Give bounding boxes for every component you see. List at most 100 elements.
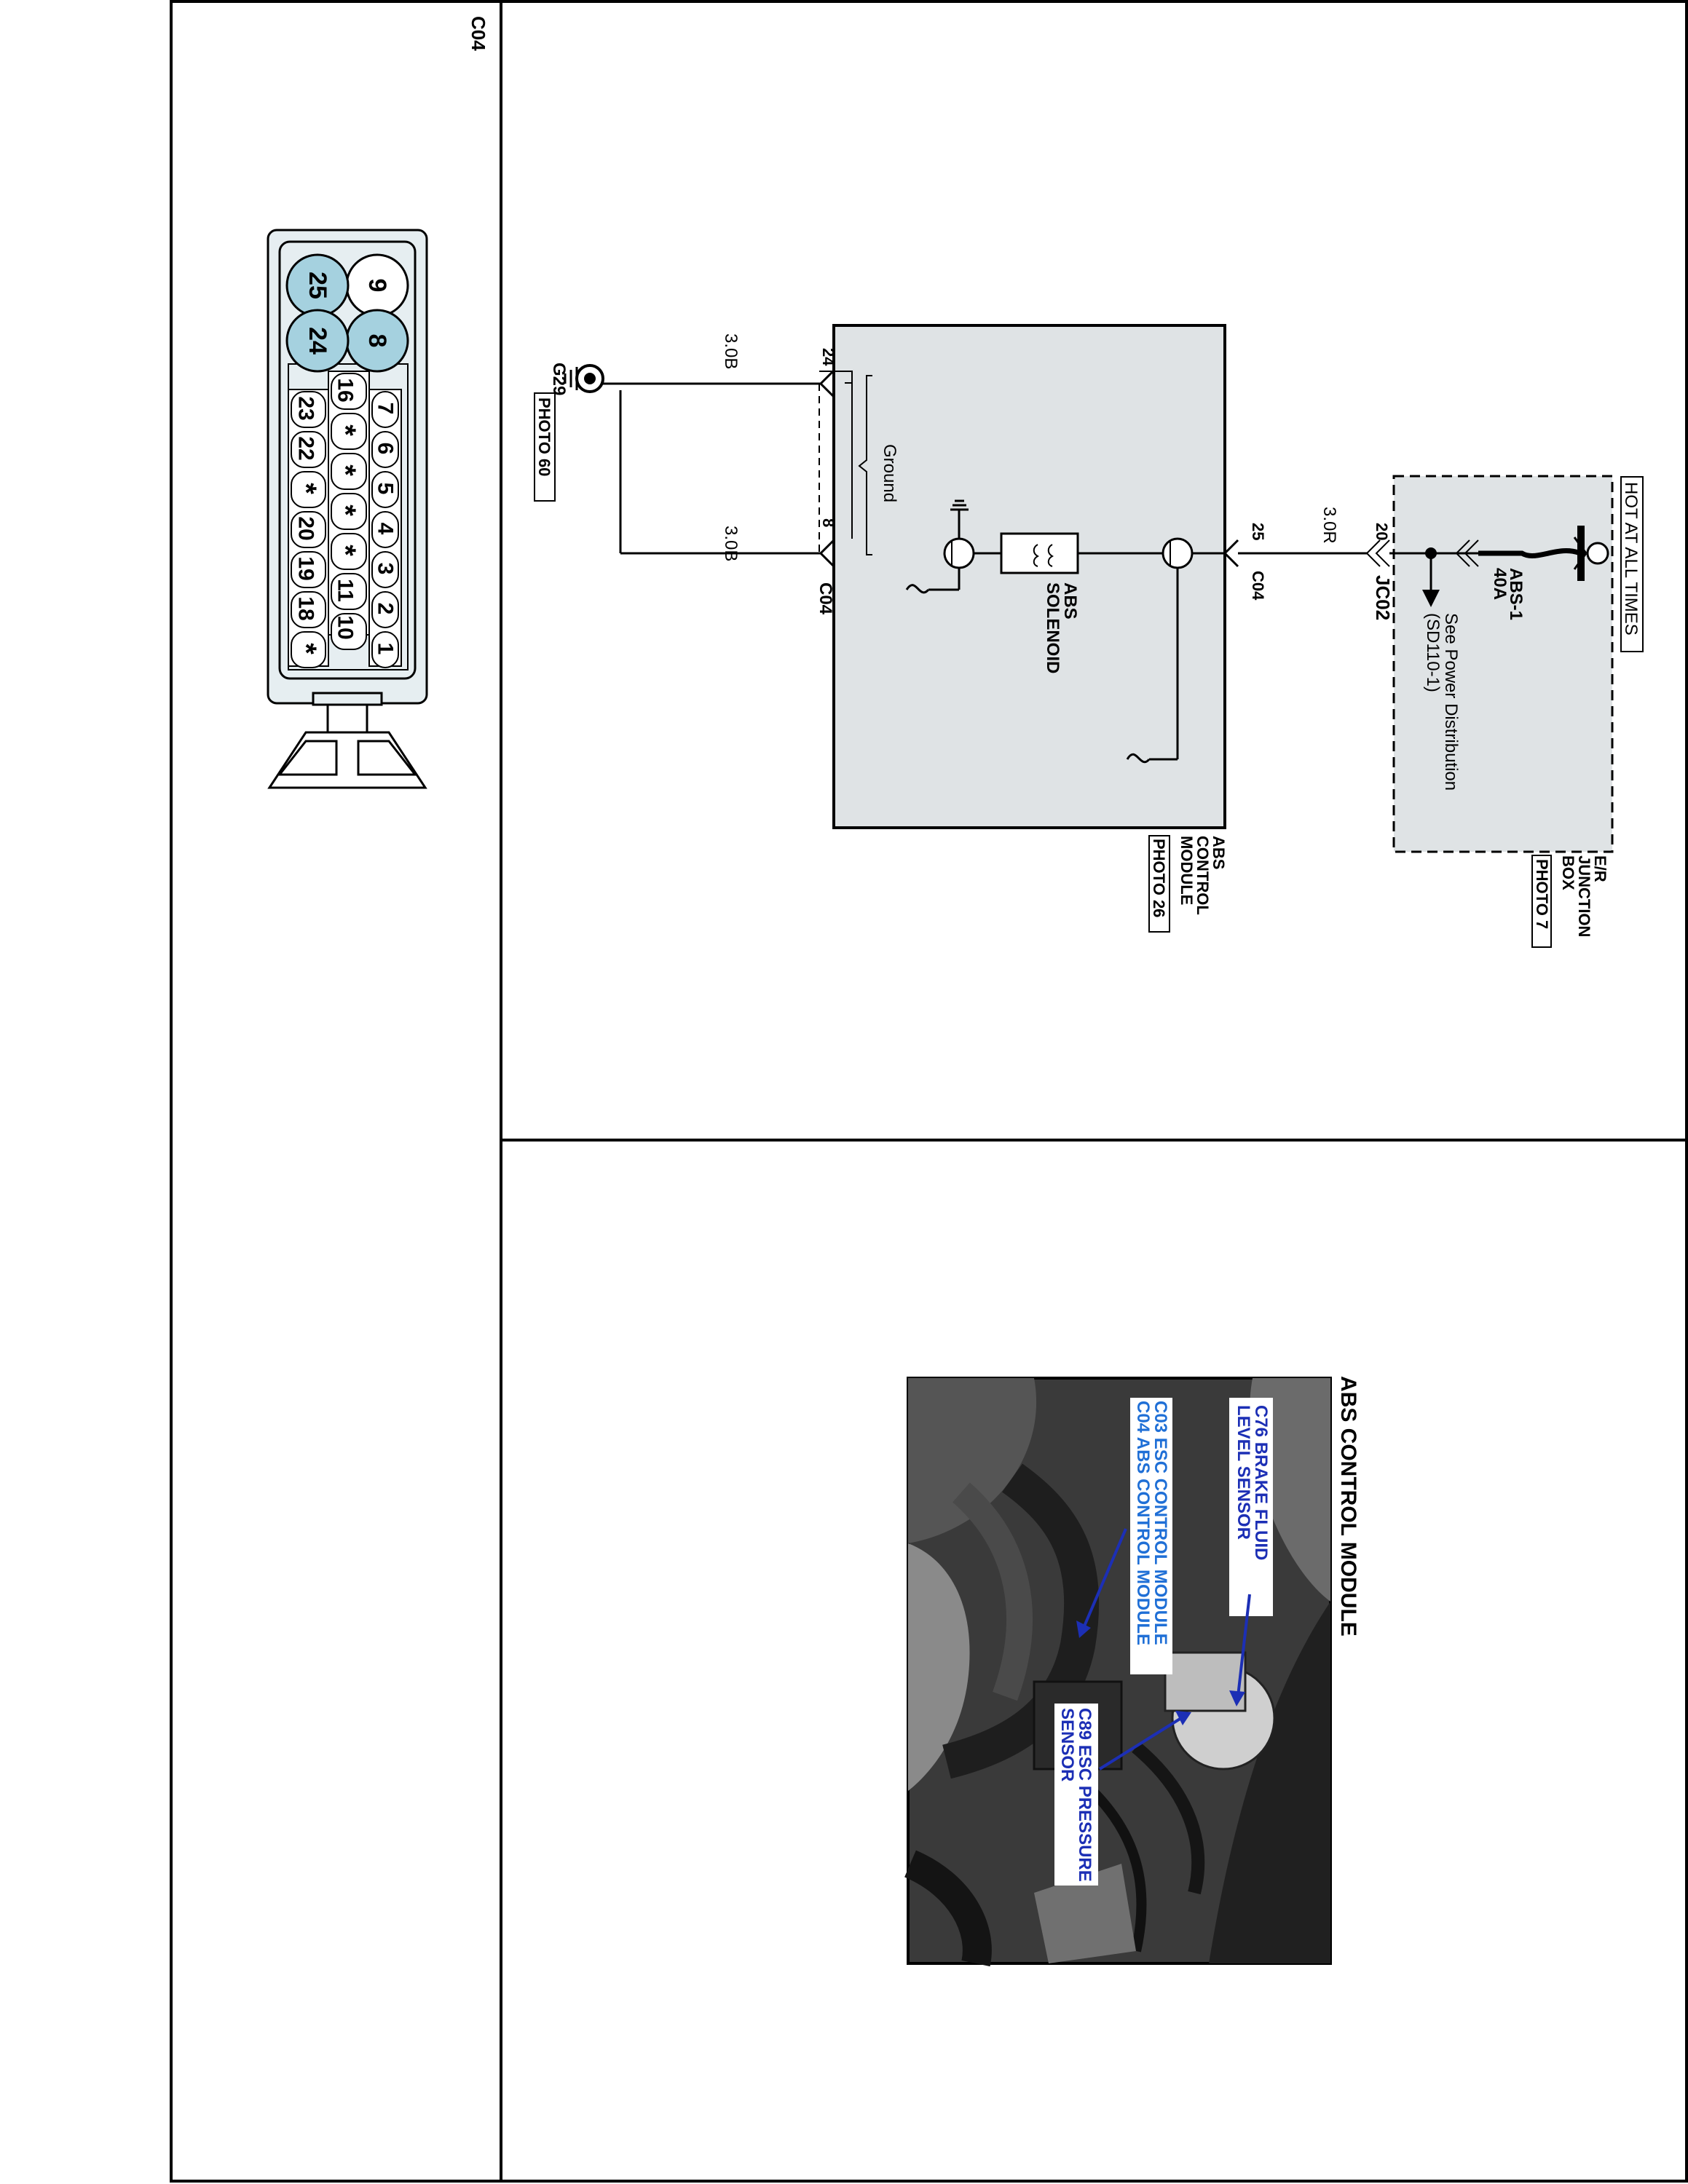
- module-photo: PHOTO 26: [1150, 839, 1168, 917]
- ground-photo-box: [534, 392, 556, 502]
- pin-cell-shape: [371, 551, 399, 588]
- module-label-line: MODULE: [1178, 836, 1196, 905]
- hot-label: HOT AT ALL TIMES: [1621, 482, 1641, 636]
- pin-label: *: [329, 505, 361, 516]
- junction-box-label: E/R JUNCTION BOX PHOTO 7: [1531, 855, 1609, 948]
- pin-label: 25: [304, 272, 331, 299]
- power-ref-line2: (SD110-1): [1423, 613, 1443, 692]
- pin-label: 22: [294, 436, 318, 460]
- ground-pin-a: 24: [819, 348, 837, 366]
- pin-cell-shape: [331, 453, 367, 490]
- pin-label: 11: [334, 579, 358, 602]
- power-ref-line1: See Power Distribution: [1441, 613, 1461, 791]
- pin-cell-shape: [291, 391, 326, 428]
- pin-label: 19: [294, 556, 318, 580]
- pin-label: 8: [363, 334, 391, 348]
- callout-c89-line2: SENSOR: [1057, 1708, 1077, 1781]
- module-label-line: ABS: [1210, 836, 1228, 869]
- solenoid-line: ABS: [1060, 582, 1080, 620]
- connector-panel: C04 9 8 25 24: [267, 16, 489, 789]
- pin-cell-shape: [291, 631, 326, 668]
- pin-label: 24: [304, 327, 331, 355]
- ground-pin-b: 8: [819, 518, 837, 527]
- pin-label: *: [329, 545, 361, 556]
- pin-label: 6: [374, 443, 398, 455]
- callout-c04: C04 ABS CONTROL MODULE: [1133, 1401, 1153, 1645]
- wire-ground-a: 3.0B: [721, 333, 741, 369]
- callout-c03-arrow: [1082, 1528, 1127, 1629]
- signal-tail-icon: [1126, 753, 1151, 764]
- solenoid-coil-icon: [1000, 532, 1079, 574]
- pin-label: 20: [294, 516, 318, 540]
- jc02-connector-icon: [1365, 539, 1390, 567]
- pin-label: 2: [374, 603, 398, 615]
- small-pins: 7 6 5 4 3 2 1 16 * * * * 11 10 23 22 * 2…: [288, 371, 402, 668]
- pin-cell-shape: [331, 413, 367, 450]
- jc-connector: JC02: [1372, 575, 1394, 620]
- callout-c03: C03 ESC CONTROL MODULE: [1151, 1401, 1170, 1645]
- pin-24-shape: [285, 309, 350, 373]
- transistor-upper-icon: [1162, 537, 1194, 569]
- pin-label: 10: [334, 615, 358, 639]
- pin-cell-shape: [371, 591, 399, 628]
- pin-cell-shape: [331, 373, 367, 410]
- ground-pin-b-icon: [819, 539, 835, 568]
- solenoid-line: SOLENOID: [1043, 582, 1062, 673]
- wire-ground-b: 3.0B: [721, 526, 741, 561]
- junction-box-photo: PHOTO 7: [1533, 859, 1551, 929]
- connector-id-label: C04: [468, 16, 489, 51]
- schematic-panel: HOT AT ALL TIMES E/R JUNCTION BOX PHOTO …: [534, 324, 1644, 948]
- pin-cell-shape: [371, 391, 399, 428]
- transistor-lower-icon: [943, 537, 975, 569]
- pin-cell-shape: [371, 471, 399, 508]
- pin-cell-shape: [331, 493, 367, 530]
- inline-connector-icon: [1455, 539, 1479, 567]
- pin-cell-shape: [331, 613, 367, 650]
- callout-c03-bg: [1130, 1398, 1172, 1674]
- pin-cell-shape: [371, 431, 399, 468]
- pin-label: 4: [374, 523, 398, 535]
- module-connector: C04: [1249, 571, 1267, 601]
- wire-power-label: 3.0R: [1320, 507, 1339, 544]
- pin-label: *: [290, 483, 322, 494]
- internal-circuit: ABS SOLENOID: [905, 499, 1225, 764]
- ground-pin-a-icon: [819, 369, 835, 398]
- callout-c76-line1: C76 BRAKE FLUID: [1251, 1405, 1271, 1560]
- pin-label: 16: [334, 378, 358, 402]
- pin-cell-shape: [291, 431, 326, 468]
- callout-c89-arrow: [1098, 1717, 1183, 1770]
- module-pin-power: 25: [1249, 523, 1267, 540]
- pin-label: *: [290, 643, 322, 654]
- large-pins: 9 8 25 24: [285, 253, 409, 373]
- pin-cell-shape: [331, 533, 367, 570]
- pin-label: 23: [294, 396, 318, 420]
- junction-box-line: BOX: [1559, 855, 1577, 890]
- callout-c76-bg: [1229, 1398, 1273, 1616]
- power-ref-arrow-icon: [1422, 590, 1440, 607]
- module-label: ABS CONTROL MODULE PHOTO 26: [1148, 835, 1228, 933]
- pin-label: 18: [294, 596, 318, 620]
- ground-point-icon: [564, 364, 604, 393]
- fuse-name: ABS-1: [1506, 568, 1526, 620]
- pin-cell-shape: [371, 511, 399, 548]
- pin-label: 5: [374, 483, 398, 495]
- callout-c76-line2: LEVEL SENSOR: [1234, 1405, 1253, 1540]
- module-connector-icon: [1223, 539, 1239, 568]
- pin-label: *: [329, 424, 361, 436]
- callout-c89-line1: C89 ESC PRESSURE: [1075, 1708, 1095, 1882]
- page-frame: [170, 0, 1688, 2183]
- junction-box-line: E/R: [1591, 855, 1609, 882]
- pin-cell-shape: [291, 591, 326, 628]
- jc-pin: 20: [1373, 523, 1391, 540]
- pin-label: 7: [374, 403, 398, 415]
- ground-label: Ground: [880, 444, 899, 502]
- ground-connector: C04: [816, 582, 835, 615]
- callout-c76: C76 BRAKE FLUID LEVEL SENSOR: [1229, 1398, 1273, 1706]
- ground-point: G29: [549, 363, 569, 395]
- ground-brace-icon: [858, 375, 872, 555]
- photo-panel: ABS CONTROL MODULE C76 BRAKE FLUID LEVEL…: [904, 1376, 1360, 1967]
- junction-box-line: JUNCTION: [1575, 855, 1593, 937]
- callout-c76-arrow: [1237, 1594, 1251, 1697]
- ground-bracket: [819, 371, 853, 539]
